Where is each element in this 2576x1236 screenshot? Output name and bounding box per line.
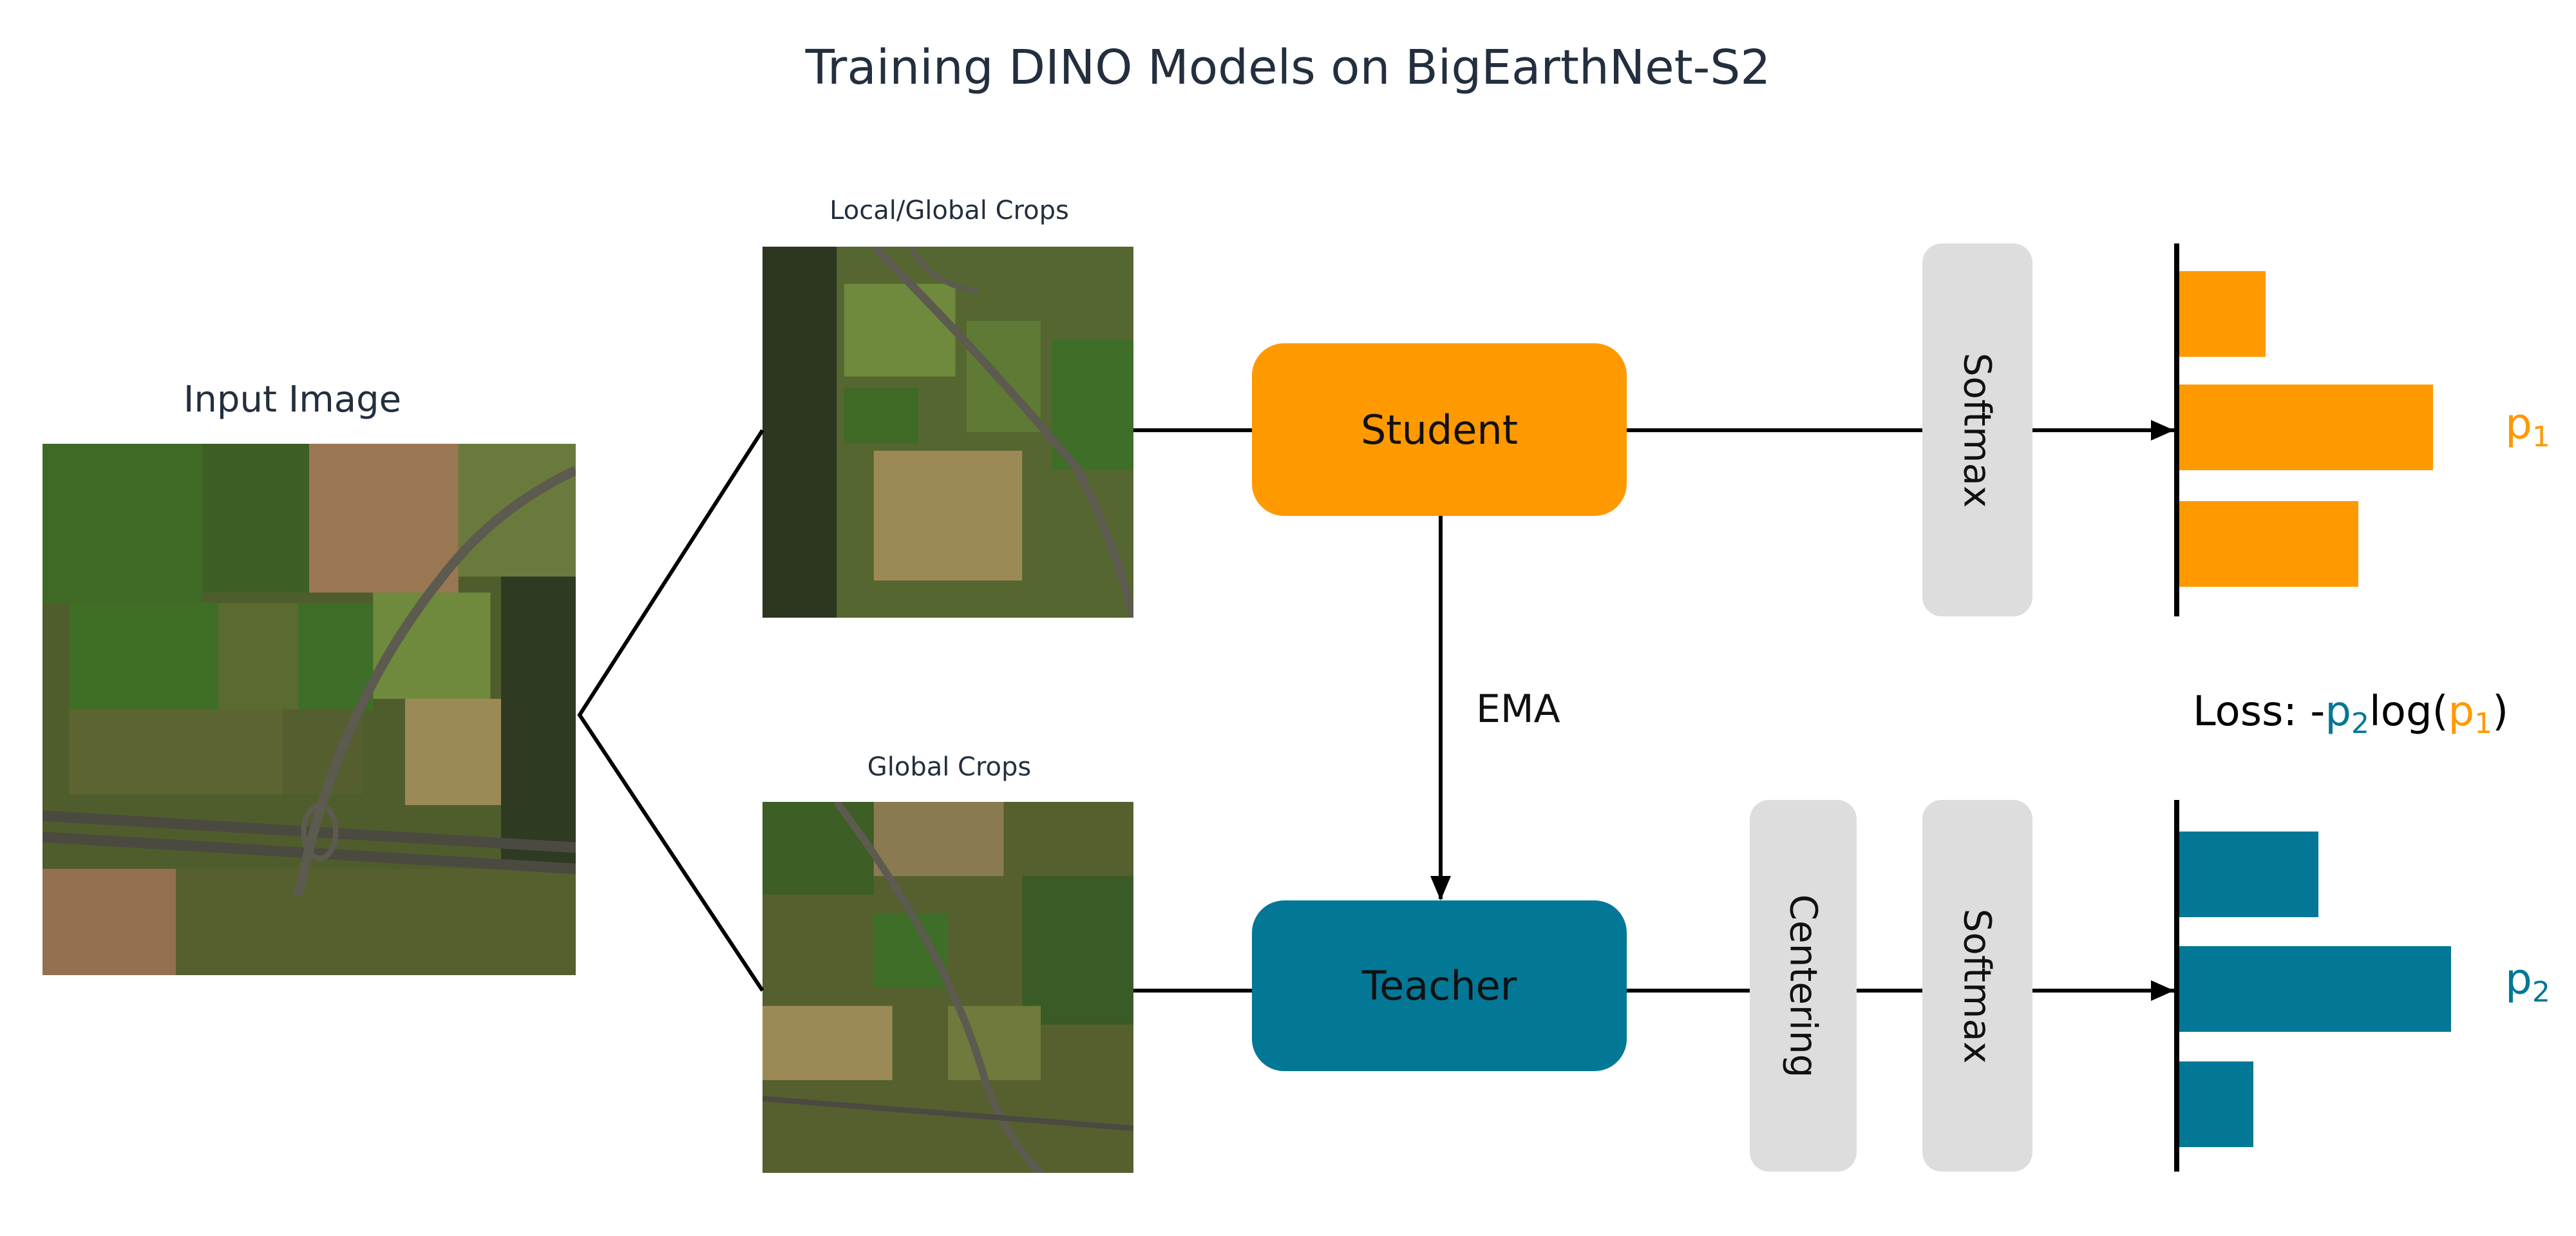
p1-bar-1 — [2179, 271, 2266, 357]
p1-bar-2 — [2179, 385, 2433, 470]
student-label: Student — [1360, 406, 1519, 453]
teacher-box: Teacher — [1252, 900, 1627, 1071]
centering-label: Centering — [1781, 894, 1825, 1078]
loss-p2: p — [2325, 688, 2351, 736]
centering-box: Centering — [1750, 800, 1857, 1172]
p2-sub: 2 — [2532, 976, 2550, 1009]
loss-prefix: Loss: - — [2193, 688, 2325, 736]
loss-p1-sub: 1 — [2474, 707, 2493, 740]
p2-label: p2 — [2505, 955, 2550, 1009]
loss-suffix: ) — [2492, 688, 2509, 736]
p1-base: p — [2505, 399, 2532, 449]
softmax-label: Softmax — [1955, 352, 2000, 508]
p2-bar-1 — [2179, 832, 2318, 917]
p2-bar-2 — [2179, 946, 2452, 1032]
teacher-label: Teacher — [1361, 962, 1517, 1009]
p1-sub: 1 — [2532, 421, 2550, 453]
loss-formula: Loss: -p2log(p1) — [2193, 688, 2508, 740]
p2-bar-3 — [2179, 1061, 2254, 1147]
softmax-teacher-box: Softmax — [1922, 800, 2032, 1172]
loss-p2-sub: 2 — [2351, 707, 2369, 740]
student-box: Student — [1252, 343, 1627, 516]
softmax-student-box: Softmax — [1922, 243, 2032, 616]
local-global-crops-label: Local/Global Crops — [829, 196, 1069, 225]
p2-base: p — [2505, 955, 2532, 1004]
loss-log: log( — [2369, 688, 2448, 736]
input-image-label: Input Image — [183, 379, 402, 421]
local-global-crop-image — [762, 247, 1133, 618]
p1-bar-3 — [2179, 501, 2359, 587]
global-crop-image — [762, 802, 1133, 1173]
input-satellite-image — [43, 444, 576, 975]
global-crops-label: Global Crops — [867, 752, 1032, 782]
p1-label: p1 — [2505, 399, 2550, 453]
ema-label: EMA — [1476, 687, 1560, 732]
diagram-title: Training DINO Models on BigEarthNet-S2 — [805, 40, 1771, 95]
loss-p1: p — [2448, 688, 2475, 736]
softmax-label: Softmax — [1955, 908, 2000, 1063]
